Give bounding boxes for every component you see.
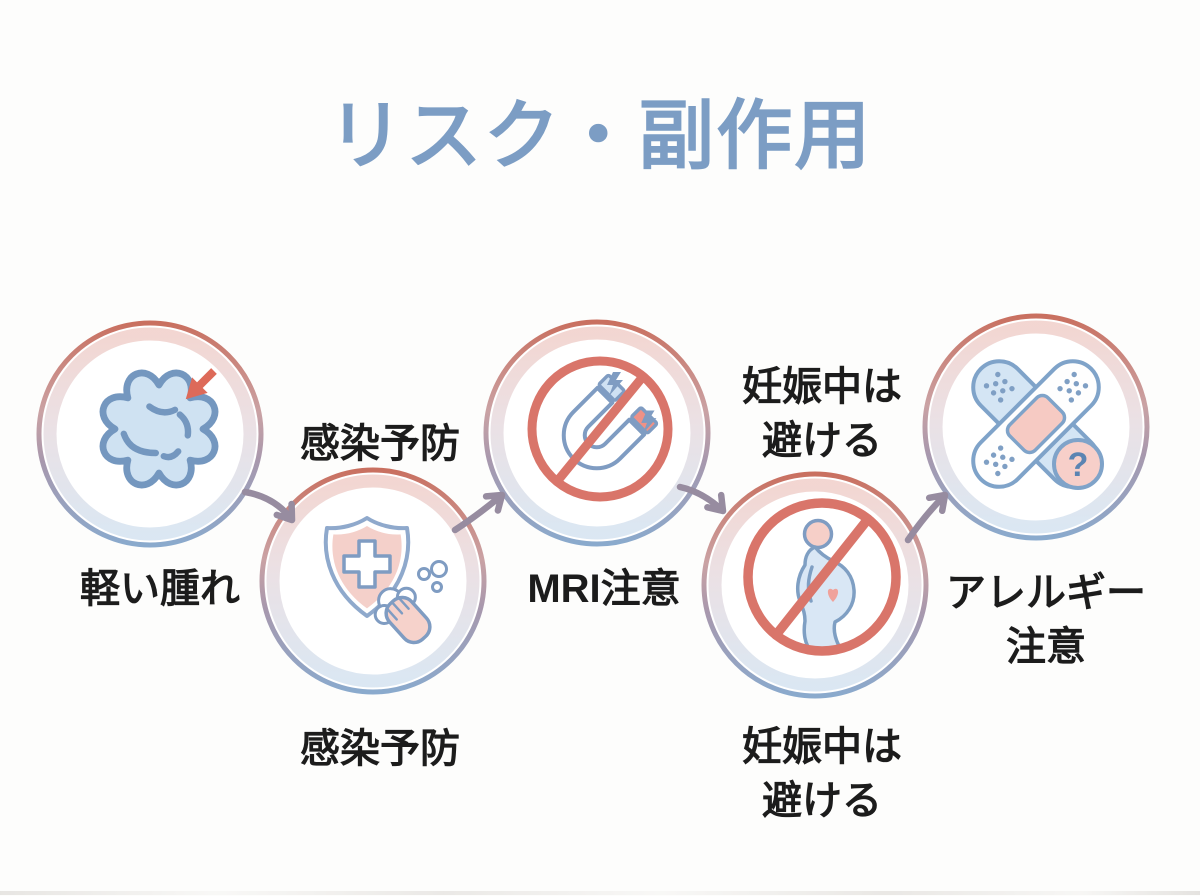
washing-hand-icon	[373, 586, 432, 645]
flow-arrow-2	[451, 491, 506, 534]
medical-cross-icon	[342, 539, 392, 589]
soap-bubbles-icon	[417, 560, 448, 593]
node-ring-inner-glow	[43, 327, 257, 541]
flow-arrow-3	[676, 483, 727, 515]
node-ring-inner-glow	[490, 326, 704, 540]
pregnant-figure-icon	[795, 518, 856, 654]
label-infection-prevention-top: 感染予防	[300, 422, 460, 466]
page-title: リスク・副作用	[327, 94, 873, 179]
question-badge-icon: ?	[1052, 438, 1104, 490]
node-avoid-during-pregnancy	[701, 471, 929, 699]
label-allergy-caution: アレルギー 注意	[946, 571, 1146, 669]
node-mild-swelling	[36, 320, 264, 548]
label-infection-prevention-bottom: 感染予防	[300, 727, 460, 771]
no-pregnancy-icon	[743, 498, 901, 656]
bandage-question-icon: ?	[971, 359, 1104, 490]
label-avoid-pregnancy-bottom: 妊娠中は 避ける	[742, 725, 902, 823]
heart-icon	[827, 588, 839, 602]
prohibition-sign	[743, 498, 901, 656]
scan-noise-strip	[0, 891, 1200, 895]
flow-arrow-1	[241, 488, 296, 524]
label-mild-swelling: 軽い腫れ	[80, 567, 240, 611]
node-mri-caution	[483, 319, 711, 547]
node-ring-inner-glow	[929, 320, 1143, 534]
node-allergy-caution: ?	[922, 313, 1150, 541]
flow-arrow-4	[904, 491, 949, 544]
label-mri-caution: MRI注意	[527, 567, 681, 611]
shield-handwash-icon	[323, 516, 448, 645]
lightning-bolt-icon	[607, 372, 623, 396]
node-ring-inner-glow	[266, 474, 480, 688]
swelling-cloud-icon	[99, 368, 219, 489]
lightning-bolt-icon	[641, 410, 657, 434]
prohibition-sign	[527, 356, 673, 502]
no-magnet-icon	[527, 356, 673, 502]
label-avoid-pregnancy-top: 妊娠中は 避ける	[742, 365, 902, 463]
question-mark-glyph: ?	[1068, 446, 1089, 484]
node-ring-inner-glow	[708, 478, 922, 692]
node-infection-prevention	[259, 467, 487, 695]
swelling-pointer-arrow-icon	[185, 368, 217, 400]
bandage-front-icon	[971, 359, 1101, 489]
